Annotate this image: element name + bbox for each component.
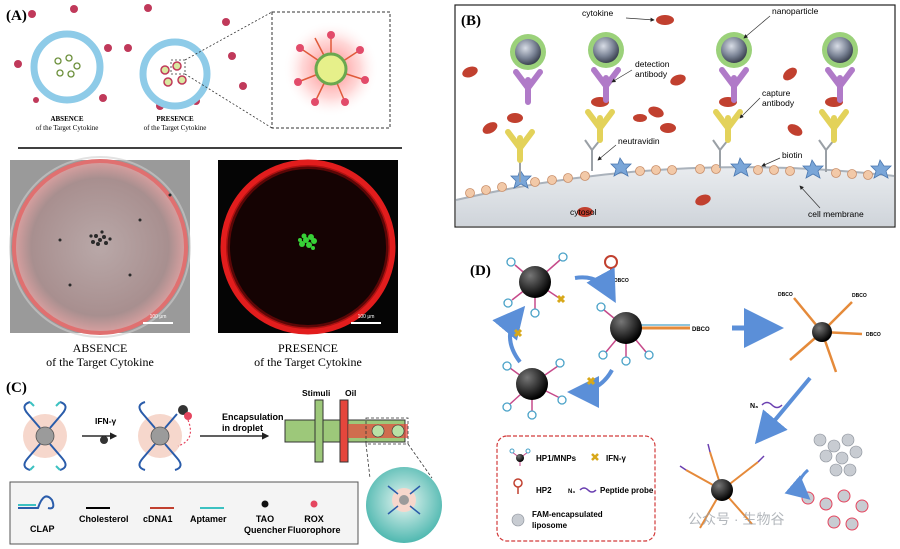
- legend-d: [496, 435, 656, 542]
- label-dbco-2: DBCO: [852, 293, 867, 299]
- top-absence-title: ABSENCE: [50, 115, 83, 123]
- micro-absence: 100 μm: [9, 156, 191, 338]
- bottom-absence-sub: of the Target Cytokine: [46, 355, 154, 369]
- clap-particle-1: [23, 401, 67, 471]
- bottom-absence-title: ABSENCE: [73, 341, 128, 355]
- label-cytokine: cytokine: [582, 8, 613, 18]
- label-biotin: biotin: [782, 150, 803, 160]
- neutravidin-stars: [510, 157, 892, 189]
- legend-ifn-d: IFN-γ: [606, 454, 627, 463]
- panel-a-label: (A): [6, 8, 27, 24]
- legend-tao-2: Quencher: [244, 525, 287, 535]
- panel-c: (C) IFN-γ: [6, 380, 442, 545]
- hp1-bead-2: [502, 358, 567, 420]
- legend-peptide: Peptide probe: [600, 486, 654, 495]
- legend-rox-2: Fluorophore: [288, 525, 341, 535]
- scale-bar-left: 100 μm: [150, 314, 167, 320]
- legend-c-items: CLAP Cholesterol cDNA1 Aptamer TAO Quenc…: [18, 495, 341, 535]
- legend-c: [9, 481, 359, 545]
- microfluidic-chip: [284, 399, 433, 479]
- panel-b: (B): [454, 4, 896, 228]
- hp1-bead-1: [503, 252, 568, 318]
- panel-b-label: (B): [461, 13, 481, 29]
- legend-liposome-2: liposome: [532, 521, 568, 530]
- panel-d: (D): [470, 252, 881, 542]
- label-encapsulation-2: in droplet: [222, 423, 263, 433]
- label-oil: Oil: [345, 388, 356, 398]
- peptide-bead: [679, 443, 765, 529]
- label-encapsulation-1: Encapsulation: [222, 412, 284, 422]
- legend-cholesterol: Cholesterol: [79, 514, 129, 524]
- label-nanoparticle: nanoparticle: [772, 6, 819, 16]
- absence-ring: [30, 30, 104, 104]
- label-capture-1: capture: [762, 88, 791, 98]
- label-cell-membrane: cell membrane: [808, 209, 864, 219]
- cycle-arrows: [492, 267, 616, 408]
- panel-c-label: (C): [6, 380, 27, 396]
- top-presence-sub: of the Target Cytokine: [144, 124, 207, 132]
- dbco-bead: DBCO DBCO DBCO: [778, 292, 881, 373]
- legend-hp1: HP1/MNPs: [536, 454, 577, 463]
- legend-aptamer: Aptamer: [190, 514, 227, 524]
- label-neutravidin: neutravidin: [618, 136, 660, 146]
- panel-d-label: (D): [470, 263, 491, 279]
- label-stimuli: Stimuli: [302, 388, 330, 398]
- label-dbco-hp2: DBCO: [614, 278, 629, 284]
- legend-n3: N₃: [568, 489, 575, 495]
- label-ifn-c: IFN-γ: [95, 416, 117, 426]
- legend-liposome-1: FAM-encapsulated: [532, 510, 603, 519]
- legend-cdna1: cDNA1: [143, 514, 173, 524]
- legend-hp2: HP2: [536, 486, 552, 495]
- b-pointers: [597, 15, 821, 209]
- label-cytosol: cytosol: [570, 207, 597, 217]
- label-capture-2: antibody: [762, 98, 795, 108]
- label-dbco-3: DBCO: [866, 332, 881, 338]
- top-absence-sub: of the Target Cytokine: [36, 124, 99, 132]
- legend-tao-1: TAO: [256, 514, 274, 524]
- hp1-bead-3: DBCO: [596, 302, 710, 366]
- clap-particle-2: [138, 401, 192, 471]
- legend-d-items: HP1/MNPs IFN-γ HP2 N₃ Peptide probe FAM-…: [509, 448, 654, 530]
- hp2-probe: DBCO: [604, 255, 629, 284]
- legend-rox-1: ROX: [304, 514, 324, 524]
- label-n3-arrow: N₃: [750, 403, 758, 410]
- label-detection-1: detection: [635, 59, 670, 69]
- label-dbco-center: DBCO: [692, 327, 710, 333]
- presence-beads: [160, 61, 187, 87]
- legend-clap: CLAP: [30, 524, 55, 534]
- micro-presence: 100 μm: [218, 159, 398, 335]
- label-dbco-1: DBCO: [778, 292, 793, 298]
- panel-a: (A): [6, 4, 402, 369]
- scale-bar-right: 100 μm: [358, 314, 375, 320]
- antibody-stacks: [505, 32, 858, 182]
- bottom-presence-sub: of the Target Cytokine: [254, 355, 362, 369]
- absence-beads: [54, 54, 81, 78]
- liposome-clusters: [784, 433, 869, 531]
- bottom-presence-title: PRESENCE: [278, 341, 338, 355]
- biotin-beads: [465, 164, 873, 198]
- label-detection-2: antibody: [635, 69, 668, 79]
- watermark: 公众号 · 生物谷: [688, 511, 784, 527]
- free-cytokines: [462, 15, 803, 217]
- top-presence-title: PRESENCE: [156, 115, 194, 123]
